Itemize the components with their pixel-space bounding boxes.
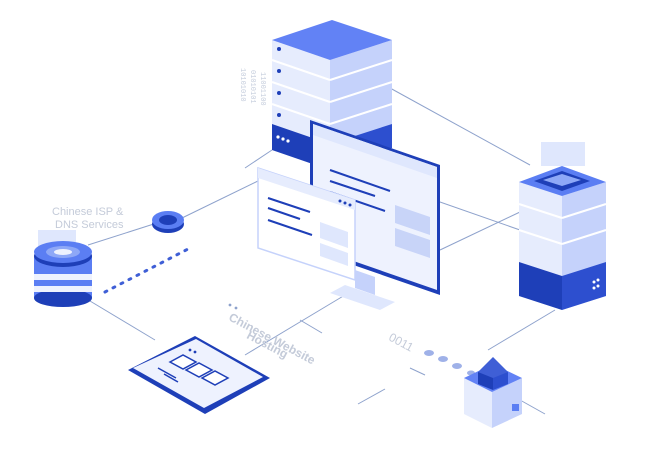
binary-text-1: 10101010 [238, 68, 246, 102]
isp-dns-cylinder [34, 230, 92, 307]
connector-isp-to-node [87, 221, 161, 246]
dotted-flow-right [424, 350, 475, 376]
connector-isp-to-tablet [84, 297, 156, 341]
connector-right-server-to-box [487, 309, 556, 351]
binary-text-2: 01010101 [248, 70, 256, 104]
connector-tablet-to-monitor [244, 294, 346, 356]
binary-text-3: 11001100 [258, 72, 266, 106]
cube-box [464, 357, 522, 428]
connector-mid [409, 367, 426, 376]
connector-bottom [357, 388, 386, 405]
monitor-front-panel [257, 166, 356, 282]
network-node [152, 211, 184, 233]
isp-dns-label-line2: DNS Services [55, 219, 124, 231]
right-server-rack [518, 142, 607, 310]
connector-server-to-right-server [389, 87, 531, 166]
connector-server-left [244, 149, 273, 169]
dotted-flow-left [103, 246, 192, 294]
connector-hosting [299, 319, 323, 334]
connector-box-right [519, 399, 546, 415]
connector-monitor-to-right-server [439, 211, 521, 251]
connector-node-to-monitor [181, 179, 261, 219]
isp-dns-label-line1: Chinese ISP & [52, 206, 124, 218]
tablet-device [128, 336, 270, 414]
decorative-dots [228, 303, 238, 310]
